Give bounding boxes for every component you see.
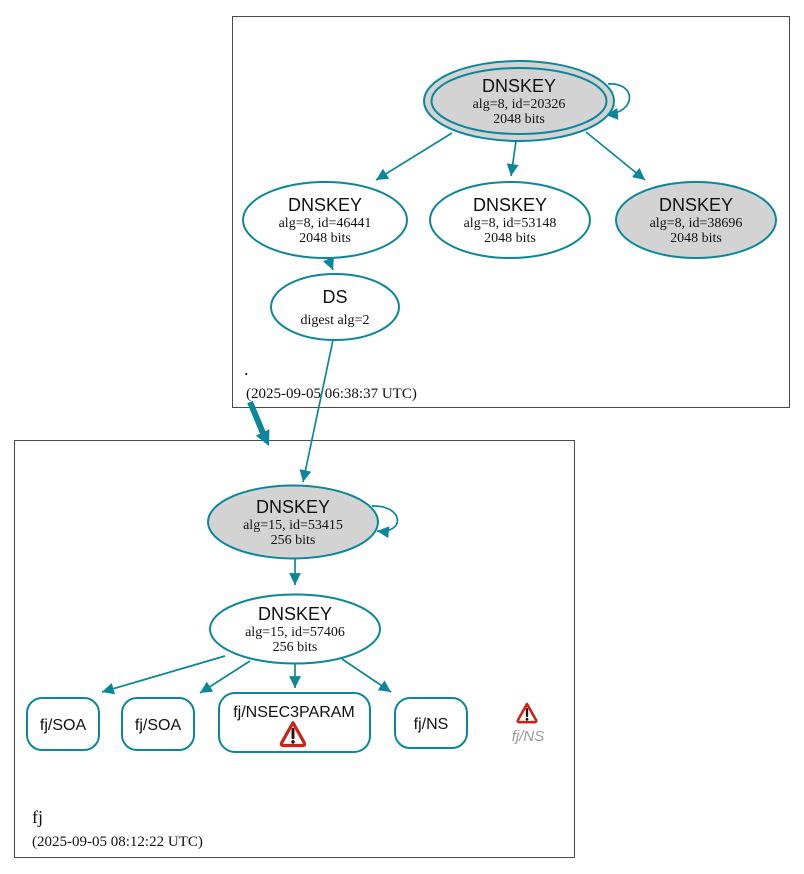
zone-timestamp-fj: (2025-09-05 08:12:22 UTC) [32, 834, 203, 850]
node-alg: alg=8, id=38696 [650, 216, 743, 231]
node-bits: 2048 bits [299, 231, 351, 246]
node-title: DNSKEY [482, 76, 556, 96]
node-root-ds: DS digest alg=2 [270, 273, 400, 341]
node-root-ksk-inner-ellipse [430, 67, 608, 135]
edge-ds-to-fj-ksk [299, 339, 334, 483]
node-bits: 2048 bits [670, 231, 722, 246]
node-title: DNSKEY [258, 604, 332, 624]
node-title: DS [322, 287, 347, 307]
edge-root-ksk-to-zsk38696 [585, 131, 646, 181]
delegation-arrow [247, 400, 266, 435]
warning-label-fj-ns: fj/NS [512, 728, 545, 745]
node-ellipse[interactable] [207, 484, 379, 560]
rrset-rect[interactable] [26, 697, 100, 751]
rrset-rect[interactable] [394, 697, 468, 749]
node-root-ksk-20326: DNSKEY alg=8, id=20326 2048 bits [423, 60, 615, 142]
rrset-label: fj/NSEC3PARAM [233, 704, 355, 721]
edge-zsk46441-to-ds [322, 256, 334, 271]
node-root-zsk-38696: DNSKEY alg=8, id=38696 2048 bits [615, 181, 777, 259]
fj-zone-box [14, 440, 575, 858]
node-fj-ksk-53415: DNSKEY alg=15, id=53415 256 bits [207, 484, 379, 560]
node-alg: alg=8, id=53148 [464, 216, 557, 231]
zone-label-fj: fj [32, 807, 43, 827]
node-bits: 2048 bits [484, 231, 536, 246]
edge-fj-zsk-to-ns [341, 658, 392, 693]
delegation-arrowhead [255, 429, 270, 446]
node-ellipse[interactable] [242, 181, 408, 259]
node-bits: 256 bits [273, 640, 318, 655]
rrset-label: fj/NS [414, 716, 449, 733]
node-title: DNSKEY [256, 497, 330, 517]
node-title: DNSKEY [473, 195, 547, 215]
node-ellipse[interactable] [270, 273, 400, 341]
node-ellipse[interactable] [429, 181, 591, 259]
node-root-zsk-46441: DNSKEY alg=8, id=46441 2048 bits [242, 181, 408, 259]
node-title: DNSKEY [659, 195, 733, 215]
node-alg: alg=15, id=57406 [245, 625, 345, 640]
node-title: DNSKEY [288, 195, 362, 215]
node-ellipse[interactable] [209, 593, 381, 665]
node-root-ksk-ellipse[interactable] [423, 60, 615, 142]
rrset-rect[interactable] [121, 697, 195, 751]
edge-fj-zsk-to-soa2 [199, 660, 251, 694]
node-root-zsk-53148: DNSKEY alg=8, id=53148 2048 bits [429, 181, 591, 259]
node-digest: digest alg=2 [301, 313, 370, 328]
node-ellipse[interactable] [615, 181, 777, 259]
self-loop-root-ksk [605, 83, 631, 120]
node-bits: 256 bits [271, 533, 316, 548]
node-fj-zsk-57406: DNSKEY alg=15, id=57406 256 bits [209, 593, 381, 665]
self-loop-fj-ksk [371, 505, 399, 539]
node-fj-soa-2: fj/SOA [121, 697, 195, 751]
warning-icon[interactable] [516, 702, 538, 724]
edge-root-ksk-to-zsk46441 [375, 132, 453, 181]
edge-root-ksk-to-zsk53148 [506, 140, 519, 177]
node-alg: alg=8, id=46441 [279, 216, 372, 231]
node-alg: alg=15, id=53415 [243, 518, 343, 533]
edge-fj-zsk-to-soa1 [101, 655, 226, 695]
node-fj-nsec3param: fj/NSEC3PARAM [218, 692, 371, 753]
node-bits: 2048 bits [493, 112, 545, 127]
node-fj-soa-1: fj/SOA [26, 697, 100, 751]
root-zone-box [232, 16, 790, 408]
fj-ns-warning: fj/NS [512, 702, 545, 745]
rrset-label: fj/SOA [40, 717, 87, 734]
rrset-label: fj/SOA [135, 717, 182, 734]
zone-label-root: . [244, 359, 249, 379]
zone-timestamp-root: (2025-09-05 06:38:37 UTC) [246, 386, 417, 402]
node-alg: alg=8, id=20326 [473, 97, 566, 112]
node-fj-ns: fj/NS [394, 697, 468, 749]
